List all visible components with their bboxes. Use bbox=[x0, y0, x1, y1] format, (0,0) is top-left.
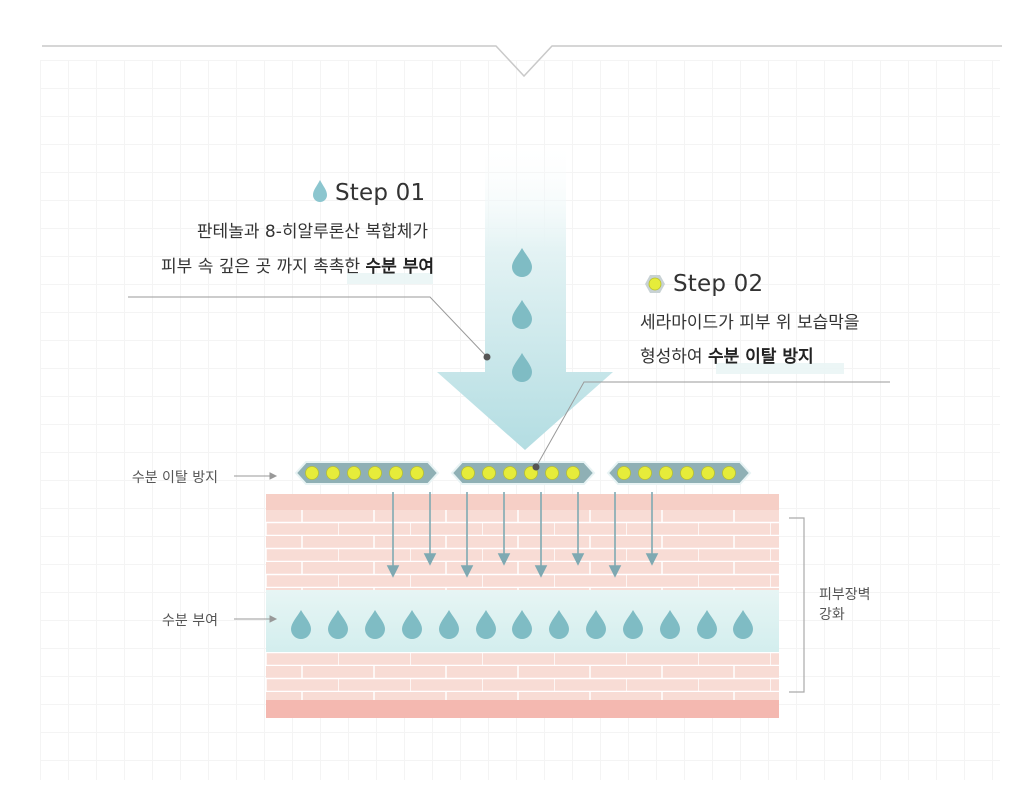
ceramide-hex-icon bbox=[645, 275, 665, 293]
skin-layers bbox=[266, 494, 779, 718]
ceramide-capsules bbox=[294, 461, 752, 485]
step02-desc-line1: 세라마이드가 피부 위 보습막을 bbox=[640, 313, 860, 333]
ceramide-capsule bbox=[294, 461, 440, 485]
step02-desc-line2: 형성하여 수분 이탈 방지 bbox=[640, 347, 814, 367]
step01-emphasis: 수분 부여 bbox=[365, 257, 434, 277]
ceramide-capsule bbox=[450, 461, 596, 485]
step01-leader bbox=[128, 296, 491, 361]
penetration-arrows bbox=[386, 492, 659, 578]
highlight-mark bbox=[347, 273, 433, 284]
step01-desc-line1: 판테놀과 8-히알루론산 복합체가 bbox=[196, 222, 428, 242]
step02-leader bbox=[532, 381, 890, 471]
step01-title: Step 01 bbox=[335, 180, 426, 206]
water-drop-icon bbox=[313, 180, 327, 202]
barrier-label: 수분 이탈 방지 bbox=[131, 470, 218, 486]
highlight-mark bbox=[716, 363, 844, 374]
top-divider bbox=[42, 45, 1002, 78]
skin-barrier-bracket bbox=[789, 517, 805, 693]
absorption-arrow bbox=[437, 140, 613, 450]
strength-label-line2: 강화 bbox=[819, 607, 845, 623]
hydration-label: 수분 부여 bbox=[162, 613, 218, 629]
label-arrows bbox=[234, 472, 278, 623]
step02-desc-text: 형성하여 bbox=[640, 347, 708, 367]
step02-title: Step 02 bbox=[673, 271, 764, 297]
ceramide-capsule bbox=[606, 461, 752, 485]
step02-emphasis: 수분 이탈 방지 bbox=[707, 347, 814, 367]
strength-label-line1: 피부장벽 bbox=[819, 587, 871, 603]
step01-desc-line2: 피부 속 깊은 곳 까지 촉촉한 수분 부여 bbox=[161, 257, 434, 277]
step01-desc-text: 피부 속 깊은 곳 까지 촉촉한 bbox=[161, 257, 366, 277]
